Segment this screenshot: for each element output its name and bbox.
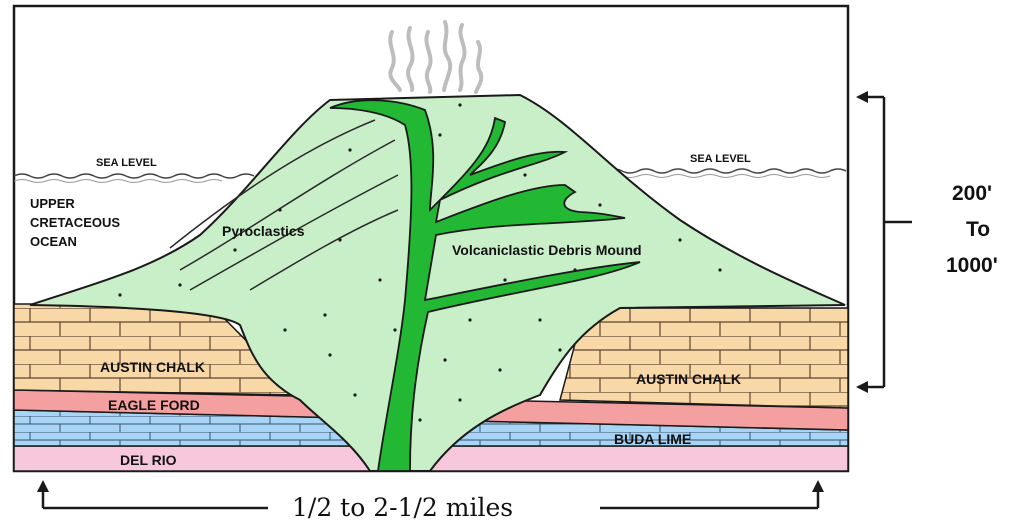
del-rio-label: DEL RIO (120, 452, 177, 468)
width-label: 1/2 to 2-1/2 miles (292, 493, 513, 522)
height-label-line1: 200' (952, 182, 992, 205)
ocean-label-line2: CRETACEOUS (30, 215, 120, 230)
width-arrow-right-icon (812, 480, 824, 492)
height-bracket (858, 97, 912, 387)
height-label-line3: 1000' (946, 254, 998, 277)
pyroclastics-label: Pyroclastics (222, 223, 305, 239)
buda-lime-label: BUDA LIME (614, 431, 691, 447)
ocean-label-line3: OCEAN (30, 234, 77, 249)
sea-level-label-right: SEA LEVEL (690, 153, 751, 165)
height-arrow-top-icon (856, 91, 868, 103)
sea-level-label-left: SEA LEVEL (96, 157, 157, 169)
height-label-line2: To (966, 218, 990, 241)
austin-chalk-label-left: AUSTIN CHALK (100, 359, 205, 375)
austin-chalk-label-right: AUSTIN CHALK (636, 371, 741, 387)
eagle-ford-label: EAGLE FORD (108, 397, 200, 413)
ocean-label-line1: UPPER (30, 196, 75, 211)
width-arrow-left-icon (37, 480, 49, 492)
debris-mound-label: Volcaniclastic Debris Mound (452, 242, 642, 258)
height-arrow-bottom-icon (856, 381, 868, 393)
austin-chalk-layer-right (560, 308, 848, 408)
